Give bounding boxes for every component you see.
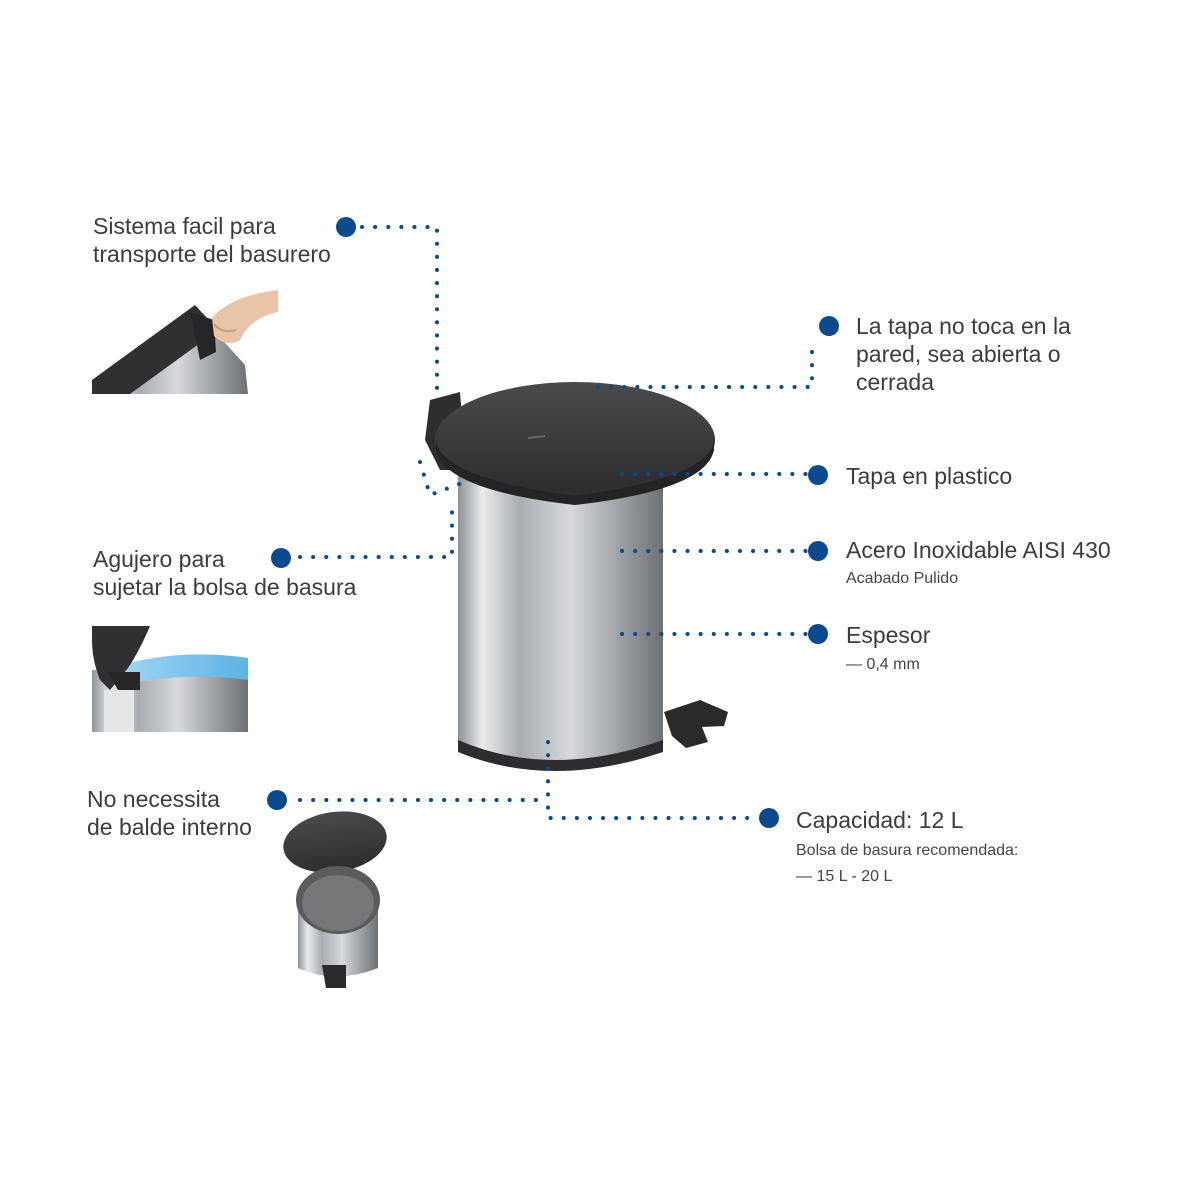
bag-clip-illustration (92, 626, 248, 732)
callout-dot-steel (808, 541, 828, 561)
callout-dot-capacity (759, 808, 779, 828)
label-lid-plastic: Tapa en plastico (846, 463, 1013, 489)
label-capacity: Capacidad: 12 L (796, 807, 964, 833)
label-no-bucket: No necessita de balde interno (87, 786, 252, 840)
callout-dot-lid-plastic (808, 465, 828, 485)
label-lid-wall: La tapa no toca en la pared, sea abierta… (856, 313, 1071, 395)
sub-thickness: — 0,4 mm (846, 656, 920, 673)
main-bin (425, 382, 728, 771)
label-transport: Sistema facil para transporte del basure… (93, 213, 331, 267)
label-bag-hole: Agujero para sujetar la bolsa de basura (93, 546, 357, 600)
pedal-icon (664, 700, 728, 748)
callout-dot-thickness (808, 624, 828, 644)
callout-dot-no-bucket (267, 790, 287, 810)
sub-capacity: Bolsa de basura recomendada: — 15 L - 20… (796, 842, 1019, 885)
open-bin-illustration (283, 811, 387, 988)
label-steel: Acero Inoxidable AISI 430 (846, 537, 1111, 563)
hand-lift-illustration (92, 290, 278, 394)
callout-dot-transport (336, 217, 356, 237)
lid-icon (435, 382, 715, 498)
sub-steel: Acabado Pulido (846, 570, 959, 587)
callout-dot-lid-wall (819, 316, 839, 336)
label-thickness: Espesor (846, 622, 931, 648)
callout-dot-bag-hole (271, 548, 291, 568)
callout-lines (298, 225, 814, 820)
